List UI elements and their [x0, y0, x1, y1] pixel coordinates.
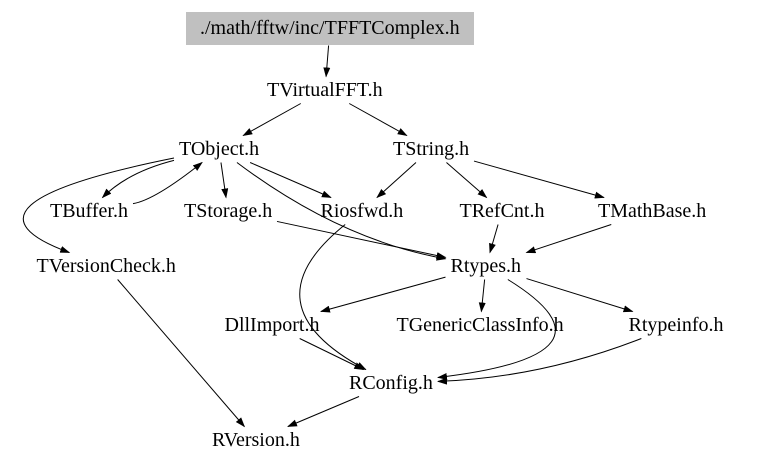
graph-node-tmathbase[interactable]: TMathBase.h: [598, 199, 707, 222]
edge-tbuffer-to-tobject: [132, 161, 203, 205]
edge-tobject-to-tbuffer: [101, 159, 175, 199]
graph-node-riosfwd[interactable]: Riosfwd.h: [320, 199, 404, 222]
graph-node-rtypes[interactable]: Rtypes.h: [450, 254, 522, 277]
edge-tstring-to-trefcnt: [446, 162, 488, 199]
graph-node-trefcnt[interactable]: TRefCnt.h: [459, 199, 545, 222]
graph-node-tobject[interactable]: TObject.h: [179, 137, 260, 160]
edge-tstring-to-tmathbase: [473, 160, 605, 199]
graph-node-dllimport[interactable]: DllImport.h: [224, 313, 320, 336]
edge-trefcnt-to-rtypes: [489, 224, 499, 254]
edge-rtypes-to-dllimport: [320, 276, 446, 313]
edge-tvirtualfft-to-tstring: [349, 103, 408, 136]
graph-node-tstorage[interactable]: TStorage.h: [184, 199, 273, 222]
graph-node-tfftcomplex: ./math/fftw/inc/TFFTComplex.h: [186, 11, 474, 45]
edge-tfftcomplex-to-tvirtualfft: [323, 45, 331, 78]
edge-riosfwd-to-rconfig: [299, 224, 367, 370]
graph-node-tgenericclassinfo[interactable]: TGenericClassInfo.h: [396, 313, 564, 336]
edge-rtypeinfo-to-rconfig: [437, 338, 642, 385]
edge-tobject-to-tstorage: [220, 162, 229, 199]
edge-tvirtualfft-to-tobject: [242, 103, 301, 136]
edge-tstorage-to-rtypes: [276, 220, 447, 259]
graph-node-rconfig[interactable]: RConfig.h: [349, 371, 433, 394]
edge-rconfig-to-rversion: [287, 396, 360, 427]
edge-rtypes-to-rtypeinfo: [526, 278, 634, 313]
edge-tversioncheck-to-rversion: [117, 279, 246, 428]
graph-node-tstring[interactable]: TString.h: [393, 137, 470, 160]
graph-node-rversion[interactable]: RVersion.h: [212, 428, 300, 451]
edge-tobject-to-rtypes: [236, 162, 447, 261]
edge-rtypes-to-rconfig: [437, 279, 556, 380]
edge-tmathbase-to-rtypes: [525, 224, 612, 254]
edge-tstring-to-riosfwd: [376, 162, 417, 199]
graph-node-rtypeinfo[interactable]: Rtypeinfo.h: [628, 313, 724, 336]
graph-node-tversioncheck[interactable]: TVersionCheck.h: [36, 254, 176, 277]
edge-tobject-to-tversioncheck: [22, 157, 175, 253]
edge-rtypes-to-tgenericclassinfo: [478, 279, 486, 313]
edge-dllimport-to-rconfig: [299, 338, 365, 370]
edge-tobject-to-riosfwd: [249, 162, 332, 198]
graph-node-tbuffer[interactable]: TBuffer.h: [50, 199, 128, 222]
graph-node-tvirtualfft[interactable]: TVirtualFFT.h: [267, 78, 383, 101]
